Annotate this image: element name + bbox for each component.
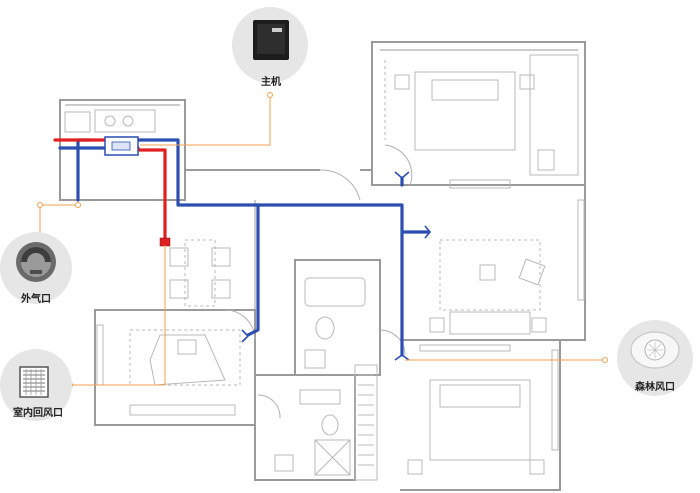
doors [224,144,413,419]
furniture [64,54,585,481]
return-grille-icon [19,366,49,398]
host-label: 主机 [261,77,281,88]
walls [59,41,586,491]
forest-vent-label: 森林风口 [635,382,675,393]
duct-diffusers [241,171,432,361]
host-callout [232,7,308,83]
indoor-return-vent-label: 室内回风口 [13,408,63,419]
indoor-return-callout [0,349,72,421]
outdoor-vent-label: 外气口 [21,294,51,305]
forest-vent-callout [617,320,693,396]
return-fan-box [159,237,171,247]
diffuser-icon [630,331,680,369]
outdoor-vent-callout [0,232,72,304]
outdoor-vent-icon [16,242,56,282]
